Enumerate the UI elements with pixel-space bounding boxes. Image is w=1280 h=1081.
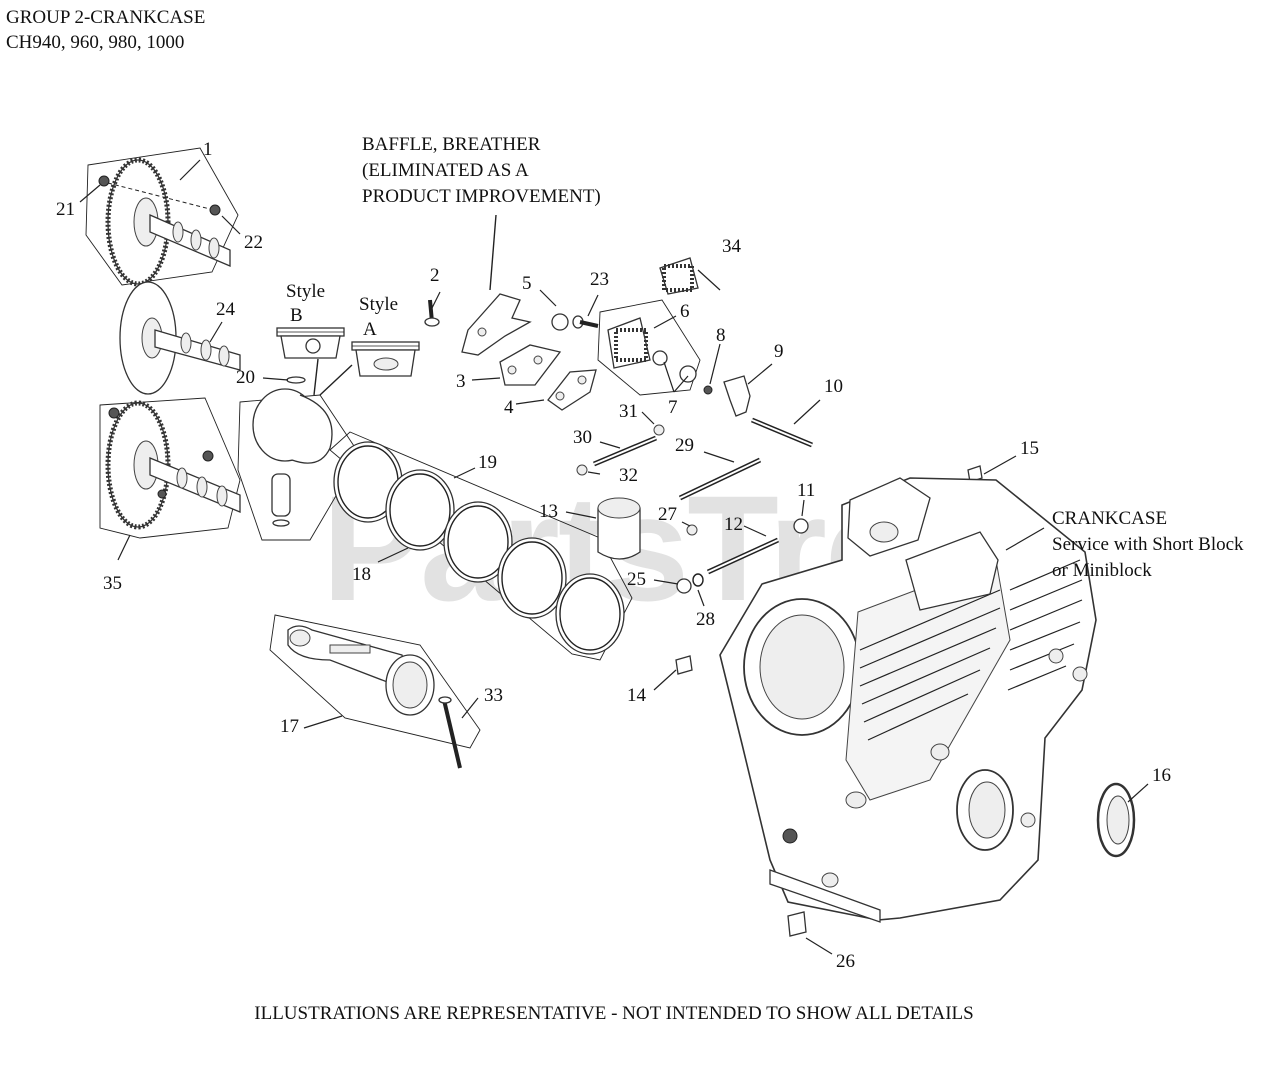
part-number-21[interactable]: 21 [56,199,75,220]
piston [252,376,333,527]
bushing-31 [653,424,665,436]
breather-plate-4 [547,369,597,411]
part-number-33[interactable]: 33 [484,685,503,706]
connecting-rod [269,614,481,769]
oil-seal-16 [1096,782,1136,858]
seal-11 [793,518,809,534]
baffle-label-line2: (ELIMINATED AS A [362,160,529,181]
disclaimer-footer: ILLUSTRATIONS ARE REPRESENTATIVE - NOT I… [254,1003,974,1024]
piston-rings [329,431,633,661]
baffle-label-line1: BAFFLE, BREATHER [362,134,541,155]
baffle-label-line3: PRODUCT IMPROVEMENT) [362,186,601,207]
part-number-27[interactable]: 27 [658,504,677,525]
part-number-29[interactable]: 29 [675,435,694,456]
plug-26 [787,911,807,937]
diagram-title: GROUP 2-CRANKCASE [6,7,206,28]
part-number-1[interactable]: 1 [203,139,213,160]
shaft-10 [751,417,813,448]
part-number-9[interactable]: 9 [774,341,784,362]
screw-23 [572,315,599,329]
style-b-label: Style [286,281,326,302]
model-list: CH940, 960, 980, 1000 [6,32,185,53]
crankcase-miniblock-note: or Miniblock [1052,560,1152,581]
piston-style-a [351,341,420,377]
part-number-28[interactable]: 28 [696,609,715,630]
part-number-31[interactable]: 31 [619,401,638,422]
part-number-20[interactable]: 20 [236,367,255,388]
washer-5 [551,313,569,331]
piston-style-b [276,327,345,359]
part-number-22[interactable]: 22 [244,232,263,253]
crankcase-service-note: Service with Short Block [1052,534,1244,555]
shaft-30 [593,435,657,467]
part-number-32[interactable]: 32 [619,465,638,486]
part-number-8[interactable]: 8 [716,325,726,346]
leader-lines [79,159,1149,955]
crankcase [719,477,1097,923]
style-b-letter: B [290,305,303,326]
part-number-11[interactable]: 11 [797,480,816,501]
bushing-32 [576,464,588,476]
part-number-2[interactable]: 2 [430,265,440,286]
part-number-6[interactable]: 6 [680,301,690,322]
part-number-30[interactable]: 30 [573,427,592,448]
camshaft-24 [119,281,241,395]
part-number-25[interactable]: 25 [627,569,646,590]
camshaft-gear-35 [99,397,241,539]
washer-25 [676,578,692,594]
part-number-35[interactable]: 35 [103,573,122,594]
part-number-10[interactable]: 10 [824,376,843,397]
part-number-5[interactable]: 5 [522,273,532,294]
part-number-19[interactable]: 19 [478,452,497,473]
crankcase-label: CRANKCASE [1052,508,1168,529]
plug-15 [967,465,983,483]
camshaft-gear-1 [85,147,239,287]
part-number-7[interactable]: 7 [668,397,678,418]
style-a-label: Style [359,294,399,315]
part-number-26[interactable]: 26 [836,951,855,972]
part-number-13[interactable]: 13 [539,501,558,522]
ring-28 [692,573,704,587]
part-number-23[interactable]: 23 [590,269,609,290]
part-number-17[interactable]: 17 [280,716,299,737]
lever-9 [723,375,751,417]
shaft-12 [706,537,780,575]
oil-pump [597,299,701,396]
part-number-18[interactable]: 18 [352,564,371,585]
part-number-3[interactable]: 3 [456,371,466,392]
bearing-13 [597,497,641,560]
pin-8 [703,385,713,395]
part-number-24[interactable]: 24 [216,299,235,320]
oil-pickup-34 [659,257,699,295]
part-number-15[interactable]: 15 [1020,438,1039,459]
breather-plate-3 [499,344,562,386]
part-number-34[interactable]: 34 [722,236,741,257]
part-number-4[interactable]: 4 [504,397,514,418]
plug-14 [675,655,693,675]
part-number-16[interactable]: 16 [1152,765,1171,786]
shaft-29 [678,457,762,501]
breather-baffle [424,214,532,356]
seal-27 [686,524,698,536]
style-a-letter: A [363,319,377,340]
part-number-14[interactable]: 14 [627,685,646,706]
part-number-12[interactable]: 12 [724,514,743,535]
